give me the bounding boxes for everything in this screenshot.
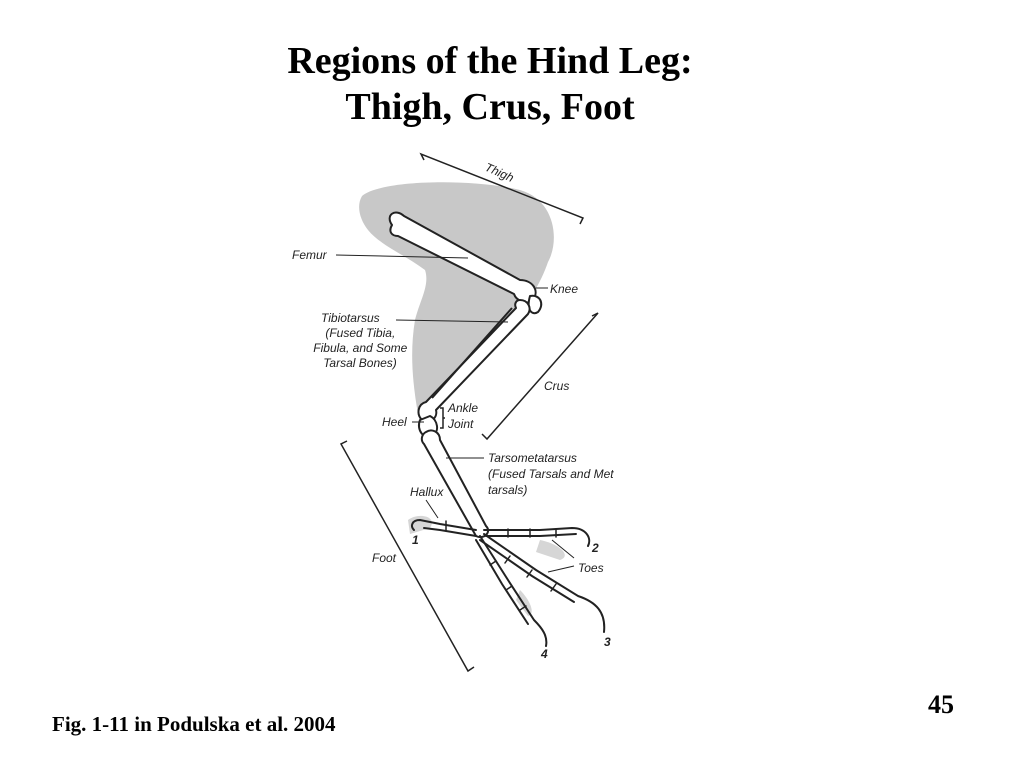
- toe-1-outline: [423, 527, 477, 537]
- toe-1-hallux: [411, 518, 477, 531]
- title-line-1: Regions of the Hind Leg:: [287, 40, 693, 82]
- toes-label: Toes: [578, 561, 604, 575]
- tibiotarsus-line-3: Fibula, and Some: [313, 341, 407, 355]
- toe-number-4: 4: [540, 647, 548, 661]
- ankle-joint-label: Ankle Joint: [447, 401, 481, 431]
- foot-bracket: [339, 440, 475, 673]
- leader-lines: [335, 254, 575, 573]
- thigh-label: Thigh: [483, 160, 516, 185]
- title-line-2: Thigh, Crus, Foot: [345, 86, 635, 128]
- knee-label: Knee: [550, 282, 578, 296]
- toe-2: [483, 526, 591, 547]
- toe-number-3: 3: [604, 635, 611, 649]
- slide-title: Regions of the Hind Leg: Thigh, Crus, Fo…: [0, 38, 980, 130]
- toe-4: [479, 535, 548, 647]
- tarsometatarsus-line-3: tarsals): [488, 483, 527, 497]
- ankle-joint-line-1: Ankle: [447, 401, 478, 415]
- tibiotarsus-label: Tibiotarsus (Fused Tibia, Fibula, and So…: [313, 311, 410, 370]
- tarsometatarsus-label: Tarsometatarsus (Fused Tarsals and Met t…: [488, 451, 617, 497]
- patella-bone: [527, 294, 543, 315]
- tibiotarsus-line-2: (Fused Tibia,: [325, 326, 395, 340]
- toe-3: [483, 533, 606, 633]
- heel-label: Heel: [382, 415, 407, 429]
- ankle-brace: [440, 407, 445, 429]
- toe-joints: [445, 520, 557, 611]
- hind-leg-figure: Thigh Crus Foot Femur Knee Tibiotarsus (…: [268, 140, 628, 690]
- crus-bracket: [481, 312, 599, 441]
- toe-2-outline: [485, 533, 577, 537]
- region-brackets: [339, 152, 599, 673]
- femur-label: Femur: [292, 248, 328, 262]
- femur-leader: [335, 254, 469, 259]
- hind-leg-diagram: Thigh Crus Foot Femur Knee Tibiotarsus (…: [292, 152, 617, 673]
- tarsometatarsus-line-1: Tarsometatarsus: [488, 451, 577, 465]
- thigh-bracket: [419, 152, 585, 225]
- toes-leader-2: [547, 565, 575, 573]
- fibula-bone: [431, 307, 513, 399]
- tarsometatarsus-bone: [420, 429, 490, 538]
- page-number: 45: [928, 690, 954, 719]
- toe-3-outline: [479, 539, 575, 603]
- tibiotarsus-line-4: Tarsal Bones): [323, 356, 397, 370]
- hallux-leader: [425, 499, 439, 519]
- toe-number-1: 1: [412, 533, 419, 547]
- foot-label: Foot: [372, 551, 397, 565]
- tarsometatarsus-line-2: (Fused Tarsals and Met: [488, 467, 614, 481]
- tibiotarsus-line-1: Tibiotarsus: [321, 311, 380, 325]
- toe-number-2: 2: [591, 541, 599, 555]
- toes-leader-1: [551, 539, 575, 559]
- foot-shading-2: [536, 540, 565, 560]
- tibiotarsus-leader: [395, 319, 509, 323]
- hallux-label: Hallux: [410, 485, 444, 499]
- ankle-joint-line-2: Joint: [447, 417, 474, 431]
- crus-label: Crus: [544, 379, 569, 393]
- toes: [411, 518, 606, 647]
- toe-4-outline: [475, 539, 529, 625]
- figure-caption: Fig. 1-11 in Podulska et al. 2004: [52, 712, 336, 736]
